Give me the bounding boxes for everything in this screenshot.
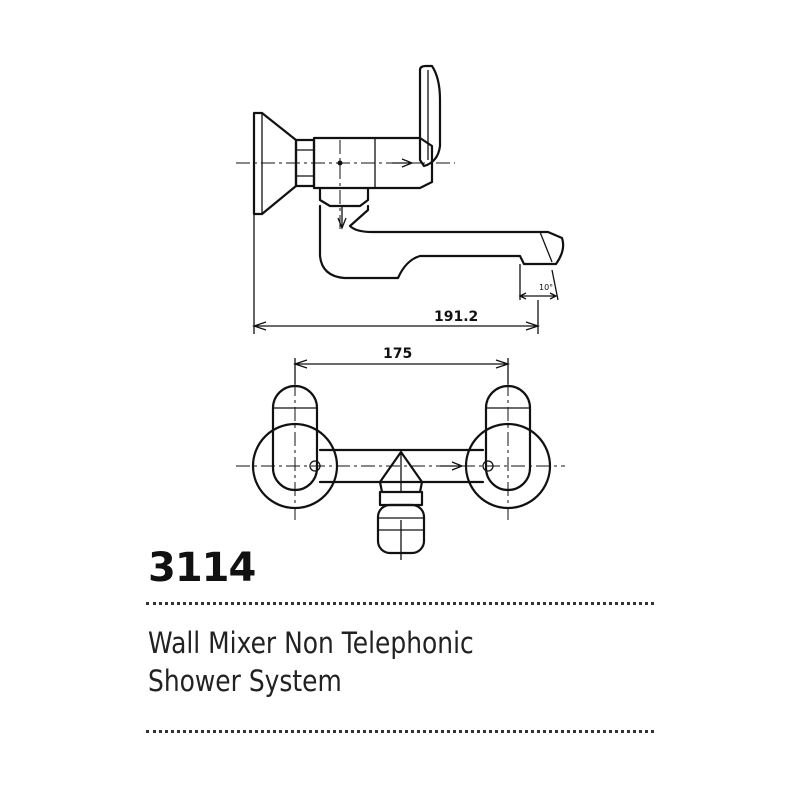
flow-arrow: [392, 158, 414, 168]
front-flow-arrow: [440, 461, 464, 471]
top-dotted-divider: [146, 602, 654, 605]
description-line-2: Shower System: [148, 664, 342, 698]
right-flange: [464, 422, 552, 510]
lever-handle: [418, 64, 442, 168]
product-code: 3114: [148, 545, 256, 591]
left-handle: [271, 384, 319, 492]
side-view: 10° 191.2: [236, 64, 565, 334]
product-description: Wall Mixer Non Telephonic Shower System: [148, 624, 474, 700]
bottom-dotted-divider: [146, 730, 654, 733]
angle-dimension: [518, 292, 558, 300]
technical-drawing: 10° 191.2 175: [236, 64, 565, 560]
right-handle: [484, 384, 532, 492]
description-line-1: Wall Mixer Non Telephonic: [148, 626, 474, 660]
front-view: 175: [236, 346, 565, 560]
center-distance-line: [292, 359, 511, 369]
spout: [318, 204, 565, 280]
overall-dimension-line: [251, 321, 541, 331]
angle-label: 10°: [539, 283, 553, 292]
lower-connector: [318, 186, 370, 208]
center-distance-label: 175: [383, 346, 412, 362]
overall-dimension-label: 191.2: [434, 309, 478, 325]
left-flange: [251, 422, 339, 510]
